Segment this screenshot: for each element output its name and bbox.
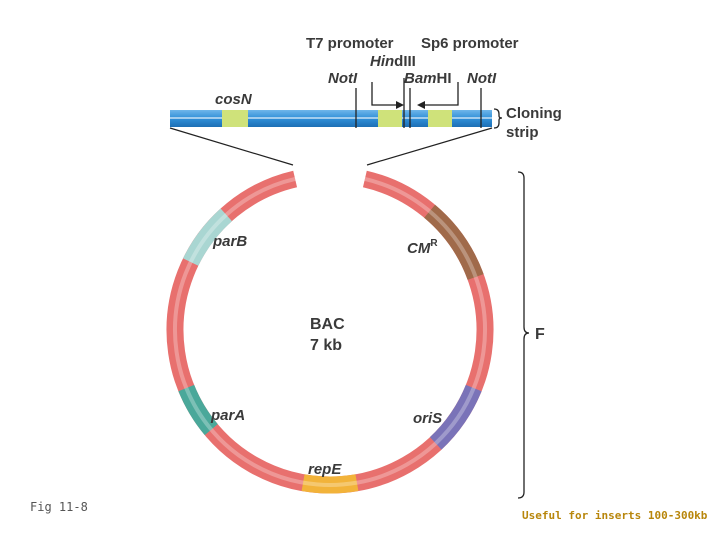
cloning-strip-bracket [493,108,503,129]
oris-segment-highlight [434,387,476,445]
noti-left-label: NotI [328,70,358,87]
hindiii-label: HindIII [370,53,416,70]
zoom-line-right [366,127,493,166]
parb-segment-highlight [188,213,228,263]
sp6-promoter-arrow [417,82,459,109]
repe-segment-highlight [302,480,358,488]
cosn-label: cosN [215,91,253,108]
f-region-bracket [517,171,530,499]
figure-caption: Fig 11-8 [30,500,88,514]
t7-promoter-label: T7 promoter [306,35,394,52]
insert-size-note: Useful for inserts 100-300kb [522,509,708,522]
sp6-promoter-label: Sp6 promoter [421,35,519,52]
cosn-segment [222,110,248,127]
oris-label: oriS [413,410,442,427]
para-label: parA [210,407,245,424]
repe-segment [301,474,359,494]
f-label: F [535,326,545,343]
oris-segment [429,384,482,450]
sp6-promoter-segment [428,110,452,127]
para-segment-highlight [184,387,213,431]
para-segment [178,384,218,436]
parb-segment [183,208,233,266]
parb-label: parB [212,233,247,250]
cmr-label: CMR [407,238,438,257]
repe-label: repE [308,461,342,478]
bac-label-line1: BAC [310,316,345,333]
cloning-strip-label-line1: Cloning [506,105,562,122]
bac-label-line2: 7 kb [310,337,342,354]
bac-ring [166,170,494,494]
noti-right-label: NotI [467,70,497,87]
bamhi-label: BamHI [404,70,452,87]
zoom-line-left [169,127,294,166]
strip-centerline [170,117,492,119]
cmr-gene-segment-highlight [428,209,478,278]
cmr-gene-segment [424,204,484,281]
t7-promoter-arrow [371,82,404,109]
cloning-strip-label-line2: strip [506,124,539,141]
t7-promoter-segment [378,110,402,127]
